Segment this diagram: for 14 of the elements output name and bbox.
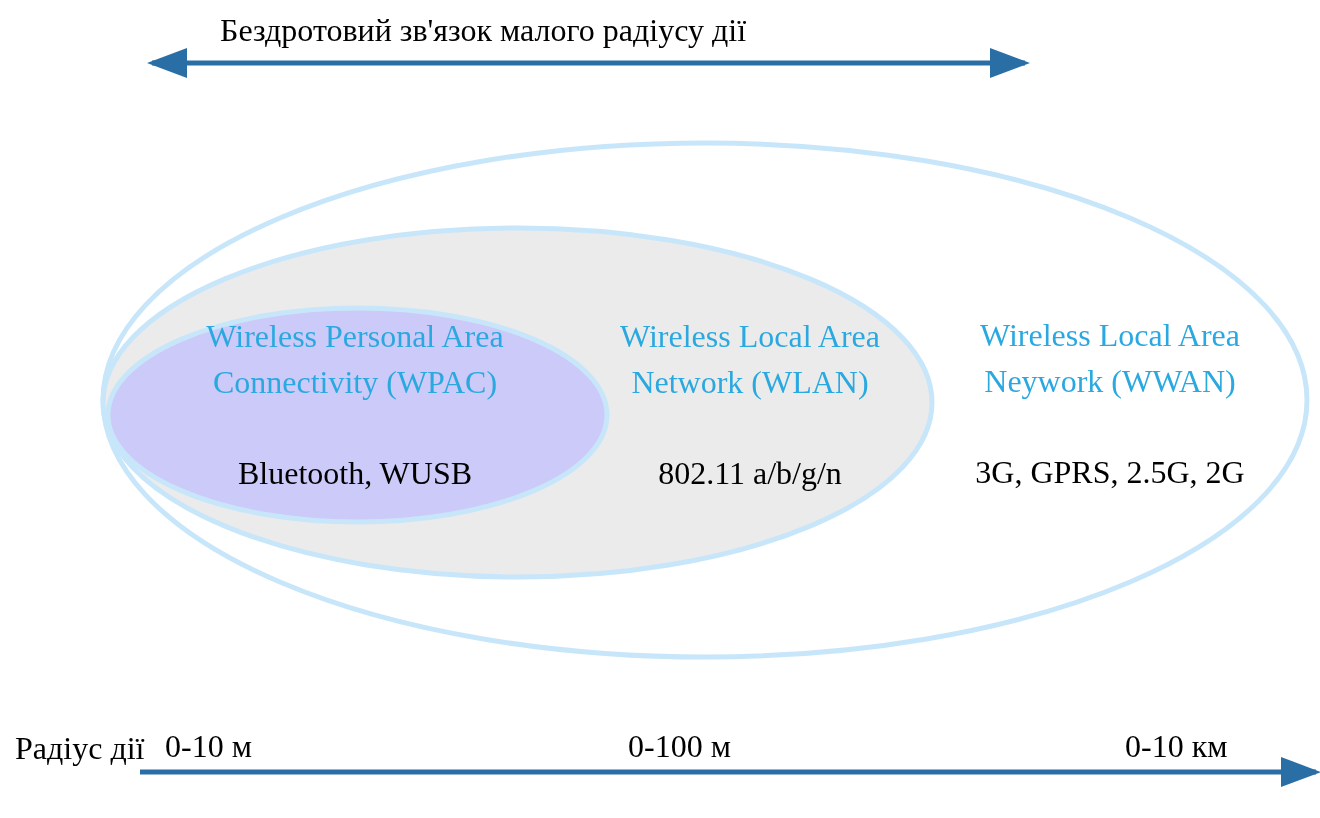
technology-list: 802.11 a/b/g/n [600, 453, 900, 493]
network-name: Wireless Local Area Network (WLAN) [619, 317, 881, 402]
network-name: Wireless Local Area Neywork (WWAN) [979, 316, 1241, 401]
axis-label: Радіус дії [15, 729, 145, 768]
ellipse-region [100, 225, 935, 580]
ellipse-region [105, 305, 610, 525]
range-value: 0-10 км [1125, 727, 1228, 766]
network-name: Wireless Personal Area Connectivity (WPAC) [205, 317, 505, 402]
technology-list: Bluetooth, WUSB [190, 453, 520, 493]
range-value: 0-10 м [165, 727, 252, 766]
range-value: 0-100 м [628, 727, 731, 766]
ellipse-region [100, 140, 1310, 660]
range-label: Бездротовий зв'язок малого радіусу дії [220, 11, 747, 50]
technology-list: 3G, GPRS, 2.5G, 2G [930, 452, 1290, 492]
